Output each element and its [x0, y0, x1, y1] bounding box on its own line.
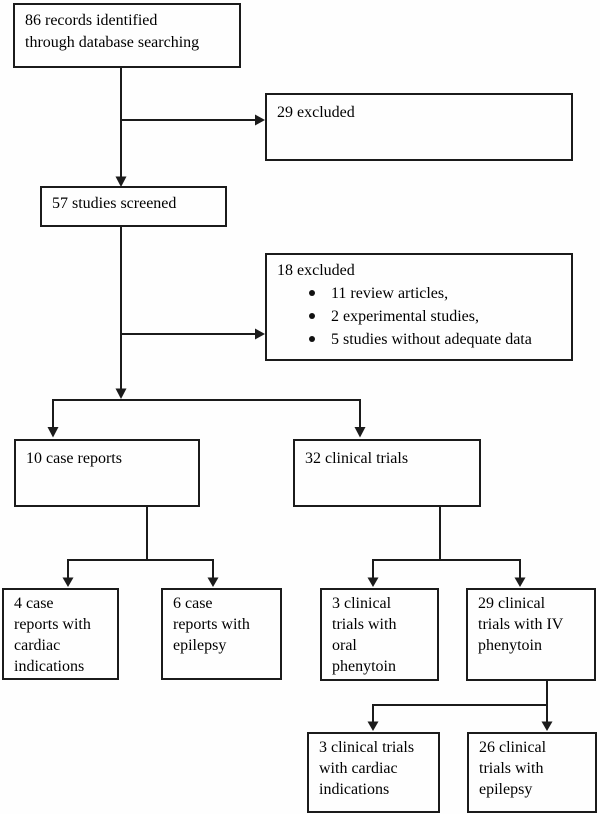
node-text-line: 29 excluded [277, 104, 355, 121]
split-bar-clinical-trials [372, 559, 521, 578]
node-text-line: 4 case [14, 595, 54, 612]
arrowhead-into-oral-phenytoin [367, 577, 379, 587]
arrowhead-at-split-junction [115, 388, 127, 399]
node-case-reports: 10 case reports [14, 439, 200, 507]
exclusion-reason-item: 2 experimental studies, [277, 305, 562, 328]
node-text-line: 3 clinical [332, 595, 392, 612]
node-text-line: 57 studies screened [52, 195, 177, 212]
node-heading: 18 excluded [277, 262, 355, 279]
arrowhead-into-case-cardiac [62, 577, 74, 587]
node-text-line: trials with [479, 760, 544, 777]
node-case-reports-epilepsy: 6 case reports with epilepsy [161, 588, 282, 680]
split-bar-iv-phenytoin [372, 704, 548, 722]
exclusion-reason-item: 11 review articles, [277, 282, 562, 305]
arrowhead-into-case-reports [47, 427, 59, 438]
node-trials-iv-phenytoin: 29 clinical trials with IV phenytoin [466, 588, 596, 681]
arrowhead-into-iv-phenytoin [514, 577, 526, 587]
node-text-line: phenytoin [332, 658, 396, 675]
node-text-line: cardiac [14, 637, 61, 654]
arrowhead-into-excluded29 [255, 114, 265, 126]
node-text-line: 6 case [173, 595, 213, 612]
node-trials-cardiac-indications: 3 clinical trials with cardiac indicatio… [307, 732, 440, 813]
node-records-identified: 86 records identified through database s… [13, 3, 241, 68]
node-text-line: reports with [173, 616, 250, 633]
node-text-line: 86 records identified [25, 12, 158, 29]
node-text-line: trials with [332, 616, 397, 633]
node-text-line: 10 case reports [26, 450, 122, 467]
arrowhead-into-trials-epilepsy [541, 721, 553, 731]
node-clinical-trials: 32 clinical trials [293, 439, 481, 507]
node-trials-epilepsy: 26 clinical trials with epilepsy [467, 732, 597, 813]
node-studies-screened: 57 studies screened [40, 186, 227, 227]
node-text-line: 26 clinical [479, 739, 547, 756]
arrowhead-into-trials-cardiac [367, 721, 379, 731]
exclusion-reason-item: 5 studies without adequate data [277, 328, 562, 351]
node-text-line: epilepsy [173, 637, 227, 654]
node-excluded-18: 18 excluded 11 review articles, 2 experi… [265, 253, 573, 361]
arrowhead-into-case-epilepsy [207, 577, 219, 587]
node-text-line: oral [332, 637, 357, 654]
node-case-reports-cardiac: 4 case reports with cardiac indications [2, 588, 119, 680]
node-text-line: reports with [14, 616, 91, 633]
exclusion-reason-list: 11 review articles, 2 experimental studi… [277, 282, 562, 351]
node-text-line: trials with IV [478, 616, 564, 633]
node-trials-oral-phenytoin: 3 clinical trials with oral phenytoin [320, 588, 439, 681]
node-text-line: epilepsy [479, 781, 533, 798]
node-text-line: 29 clinical [478, 595, 546, 612]
arrowhead-into-screened [115, 176, 127, 187]
node-text-line: phenytoin [478, 637, 542, 654]
arrowhead-into-clinical-trials [354, 427, 366, 438]
node-text-line: indications [319, 781, 390, 798]
node-text-line: indications [14, 658, 85, 675]
node-text-line: 3 clinical trials [319, 739, 415, 756]
node-text-line: with cardiac [319, 760, 398, 777]
split-bar-case-reports [67, 559, 214, 578]
node-excluded-29: 29 excluded [265, 93, 573, 161]
arrowhead-into-excluded18 [255, 328, 265, 340]
node-text-line: 32 clinical trials [305, 450, 409, 467]
node-text-line: through database searching [25, 34, 200, 51]
split-bar-reports-trials [52, 399, 361, 428]
